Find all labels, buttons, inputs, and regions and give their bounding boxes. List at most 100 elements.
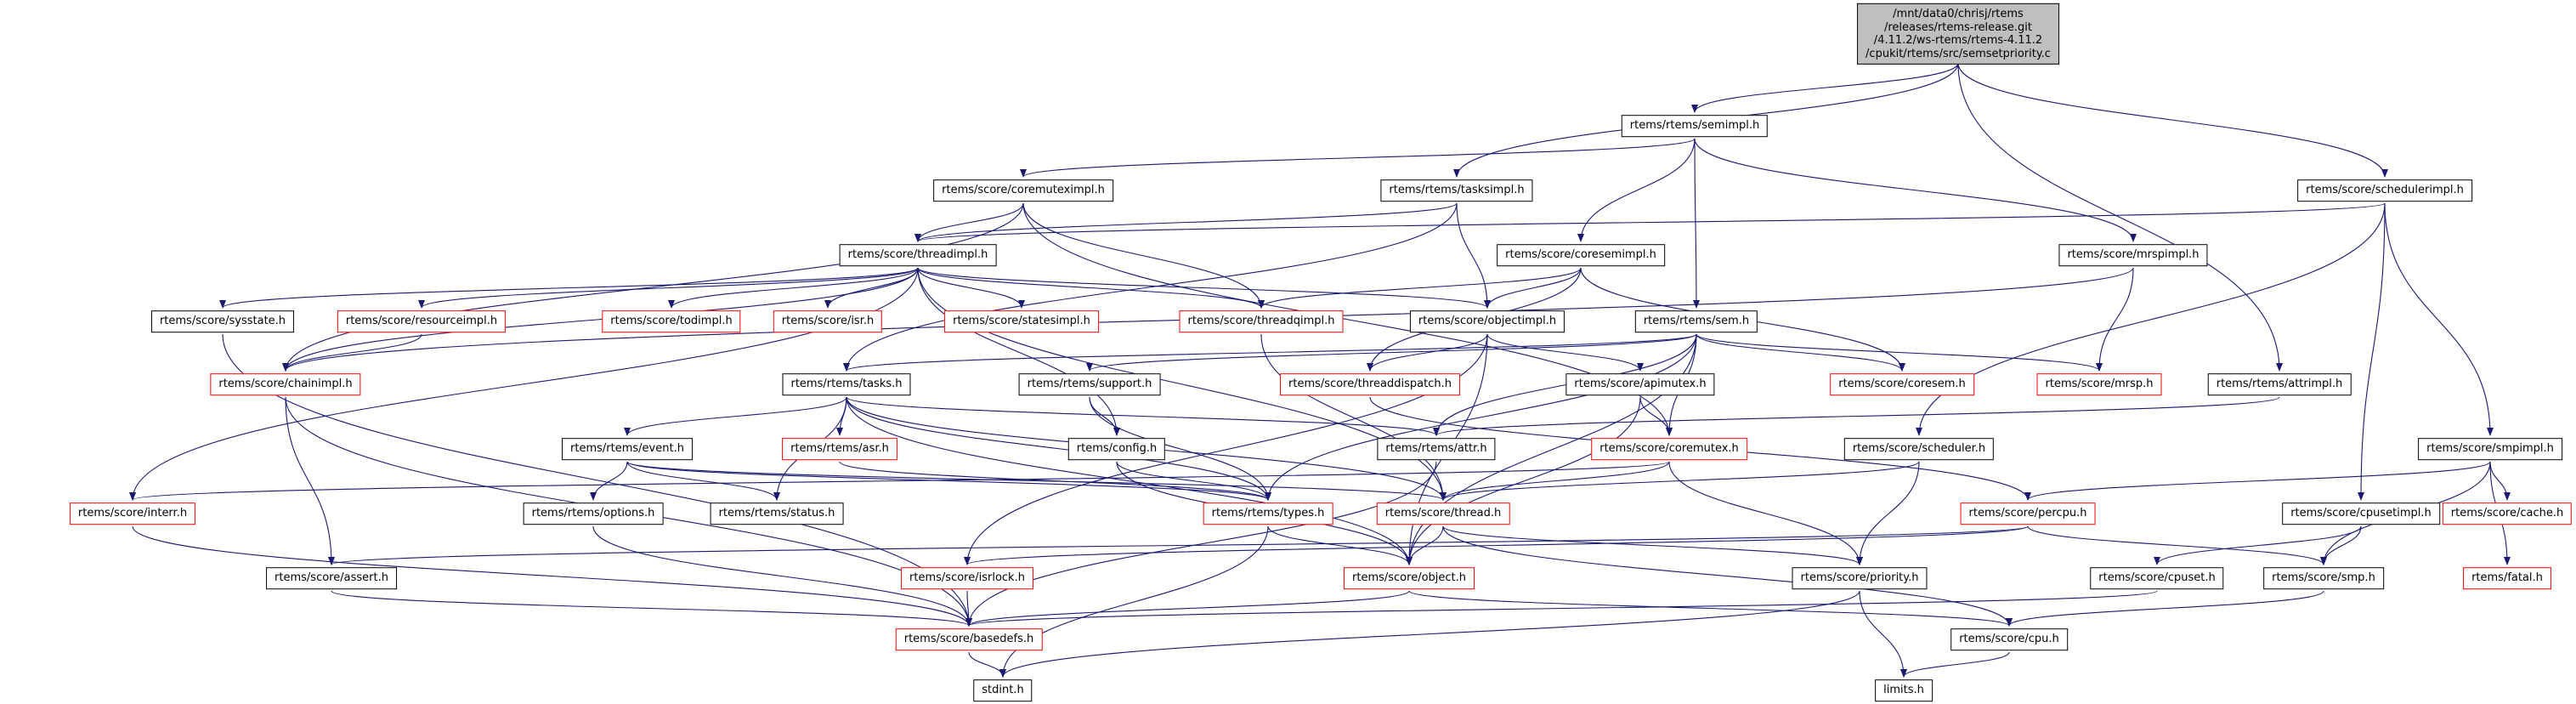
include-edge-event-types xyxy=(626,461,1271,501)
graph-node-sysstate[interactable]: rtems/score/sysstate.h xyxy=(150,310,295,332)
graph-node-mrsp[interactable]: rtems/score/mrsp.h xyxy=(2036,373,2162,395)
graph-node-mrspimpl[interactable]: rtems/score/mrspimpl.h xyxy=(2058,244,2208,266)
graph-node-attrimpl[interactable]: rtems/rtems/attrimpl.h xyxy=(2207,373,2352,395)
graph-node-label-line: /mnt/data0/chrisj/rtems xyxy=(1893,7,2024,20)
include-edge-percpu-smp xyxy=(2027,525,2327,565)
include-edge-basedefs-stdint xyxy=(968,651,1006,678)
include-edge-thread-object xyxy=(1406,525,1444,565)
include-edge-coremuteximpl-coremutex xyxy=(1022,202,1673,436)
graph-node-root: /mnt/data0/chrisj/rtems/releases/rtems-r… xyxy=(1857,3,2059,65)
include-edge-asr-types xyxy=(839,461,1271,501)
graph-node-types[interactable]: rtems/rtems/types.h xyxy=(1203,502,1333,525)
graph-node-tasksimpl[interactable]: rtems/rtems/tasksimpl.h xyxy=(1380,179,1533,202)
include-edge-coremuteximpl-threadimpl xyxy=(914,202,1024,242)
include-edge-assert-basedefs xyxy=(331,590,972,627)
graph-node-threaddispatch[interactable]: rtems/score/threaddispatch.h xyxy=(1280,373,1460,395)
graph-node-tasks[interactable]: rtems/rtems/tasks.h xyxy=(782,373,911,395)
graph-node-basedefs[interactable]: rtems/score/basedefs.h xyxy=(895,628,1043,650)
include-edge-interr-basedefs xyxy=(132,525,972,627)
include-edge-objectimpl-threaddispatch xyxy=(1367,333,1488,372)
include-edge-sem-tasks xyxy=(843,333,1697,372)
graph-node-percpu[interactable]: rtems/score/percpu.h xyxy=(1960,502,2096,525)
graph-node-limits[interactable]: limits.h xyxy=(1875,679,1933,701)
graph-node-stdint[interactable]: stdint.h xyxy=(973,679,1033,701)
graph-node-objectimpl[interactable]: rtems/score/objectimpl.h xyxy=(1409,310,1565,332)
graph-node-isr[interactable]: rtems/score/isr.h xyxy=(773,310,883,332)
include-edge-object-cpu xyxy=(1408,590,2013,627)
graph-node-statesimpl[interactable]: rtems/score/statesimpl.h xyxy=(944,310,1099,332)
include-edge-tasks-asr xyxy=(836,396,847,436)
graph-node-object[interactable]: rtems/score/object.h xyxy=(1344,567,1475,589)
graph-node-config[interactable]: rtems/config.h xyxy=(1067,438,1166,460)
graph-node-scheduler[interactable]: rtems/score/scheduler.h xyxy=(1843,438,1995,460)
include-edge-schedulerimpl-smpimpl xyxy=(2384,202,2494,436)
include-edge-semimpl-sem xyxy=(1692,138,1700,309)
include-edge-types-object xyxy=(1267,525,1413,565)
include-edge-schedulerimpl-scheduler xyxy=(1916,202,2386,436)
graph-node-assert[interactable]: rtems/score/assert.h xyxy=(266,567,397,589)
include-edge-cpusetimpl-cpuset xyxy=(2154,525,2362,565)
include-edge-coresemimpl-threadqimpl xyxy=(1258,267,1582,309)
graph-node-sem[interactable]: rtems/rtems/sem.h xyxy=(1634,310,1758,332)
graph-node-smpimpl[interactable]: rtems/score/smpimpl.h xyxy=(2418,438,2562,460)
graph-node-asr[interactable]: rtems/rtems/asr.h xyxy=(782,438,897,460)
graph-node-cpuset[interactable]: rtems/score/cpuset.h xyxy=(2090,567,2224,589)
include-edge-threadimpl-threadqimpl xyxy=(917,267,1265,309)
include-edge-priority-limits xyxy=(1859,590,1907,678)
graph-node-status[interactable]: rtems/rtems/status.h xyxy=(710,502,844,525)
graph-node-coremutex[interactable]: rtems/score/coremutex.h xyxy=(1591,438,1747,460)
include-edge-isrlock-basedefs xyxy=(965,590,972,627)
include-edge-tasks-attr xyxy=(846,396,1440,436)
include-edge-mrspimpl-mrsp xyxy=(2096,267,2134,372)
graph-node-coremuteximpl[interactable]: rtems/score/coremuteximpl.h xyxy=(933,179,1113,202)
include-edge-percpu-isrlock xyxy=(964,525,2029,565)
graph-node-semimpl[interactable]: rtems/rtems/semimpl.h xyxy=(1621,115,1769,137)
graph-node-resourceimpl[interactable]: rtems/score/resourceimpl.h xyxy=(337,310,507,332)
include-edge-semimpl-coresemimpl xyxy=(1577,138,1696,242)
graph-node-coresem[interactable]: rtems/score/coresem.h xyxy=(1830,373,1974,395)
graph-node-threadqimpl[interactable]: rtems/score/threadqimpl.h xyxy=(1179,310,1344,332)
graph-node-coresemimpl[interactable]: rtems/score/coresemimpl.h xyxy=(1497,244,1665,266)
include-edge-root-schedulerimpl xyxy=(1957,62,2388,178)
graph-node-cpusetimpl[interactable]: rtems/score/cpusetimpl.h xyxy=(2282,502,2440,525)
graph-node-smp[interactable]: rtems/score/smp.h xyxy=(2263,567,2384,589)
include-edge-event-thread xyxy=(626,461,1447,501)
graph-node-support[interactable]: rtems/rtems/support.h xyxy=(1018,373,1161,395)
include-edge-objectimpl-apimutex xyxy=(1486,333,1644,372)
graph-node-fatal[interactable]: rtems/fatal.h xyxy=(2463,567,2551,589)
graph-node-threadimpl[interactable]: rtems/score/threadimpl.h xyxy=(839,244,997,266)
include-edge-tasks-event xyxy=(624,396,847,436)
graph-node-thread[interactable]: rtems/score/thread.h xyxy=(1376,502,1510,525)
graph-node-event[interactable]: rtems/rtems/event.h xyxy=(562,438,693,460)
include-edge-tasks-types xyxy=(846,396,1271,501)
include-edge-cpu-limits xyxy=(1900,651,2010,678)
include-edge-coremuteximpl-threadqimpl xyxy=(1022,202,1265,309)
graph-node-cpu[interactable]: rtems/score/cpu.h xyxy=(1950,628,2068,650)
graph-node-schedulerimpl[interactable]: rtems/score/schedulerimpl.h xyxy=(2297,179,2472,202)
graph-node-isrlock[interactable]: rtems/score/isrlock.h xyxy=(901,567,1033,589)
include-edge-threadimpl-sysstate xyxy=(219,267,919,309)
include-edge-chainimpl-assert xyxy=(285,396,335,565)
include-edge-threadimpl-resourceimpl xyxy=(418,267,919,309)
include-edge-support-config xyxy=(1089,396,1120,436)
graph-node-apimutex[interactable]: rtems/score/apimutex.h xyxy=(1565,373,1715,395)
graph-node-attr[interactable]: rtems/rtems/attr.h xyxy=(1377,438,1496,460)
include-edge-attrimpl-attr xyxy=(1433,396,2280,436)
graph-node-priority[interactable]: rtems/score/priority.h xyxy=(1792,567,1928,589)
include-edge-threadimpl-objectimpl xyxy=(917,267,1491,309)
include-edge-object-basedefs xyxy=(965,590,1410,627)
graph-node-label-line: /4.11.2/ws-rtems/rtems-4.11.2 xyxy=(1873,34,2043,47)
include-edge-types-stdint xyxy=(999,525,1269,678)
include-edge-percpu-assert xyxy=(328,525,2029,565)
graph-node-chainimpl[interactable]: rtems/score/chainimpl.h xyxy=(210,373,361,395)
graph-node-options[interactable]: rtems/rtems/options.h xyxy=(523,502,664,525)
graph-node-cache[interactable]: rtems/score/cache.h xyxy=(2442,502,2573,525)
graph-node-interr[interactable]: rtems/score/interr.h xyxy=(69,502,196,525)
include-edge-sem-types xyxy=(1265,333,1697,501)
graph-node-label-line: /cpukit/rtems/src/semsetpriority.c xyxy=(1865,47,2051,60)
graph-node-todimpl[interactable]: rtems/score/todimpl.h xyxy=(602,310,741,332)
include-edge-cpuset-basedefs xyxy=(965,590,2158,627)
include-edge-smp-cpu xyxy=(2006,590,2324,627)
